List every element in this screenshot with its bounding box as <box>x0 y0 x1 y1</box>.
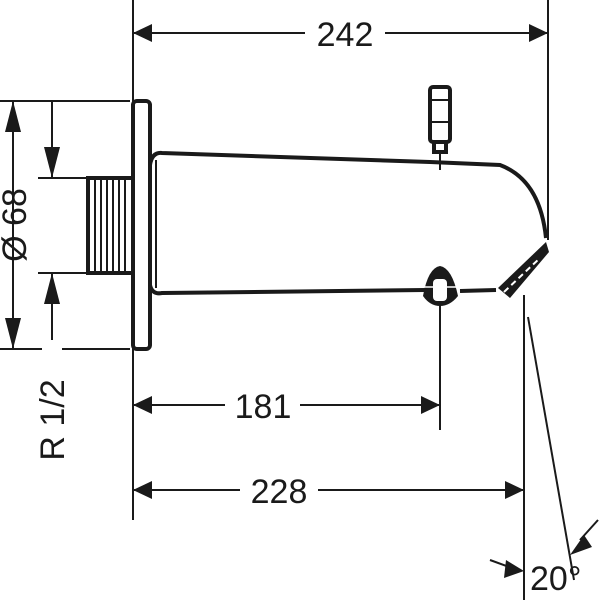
diverter-knob <box>428 85 452 154</box>
dimension-angle: 20° <box>489 519 599 598</box>
dimension-diameter: Ø 68 <box>0 101 34 349</box>
dimension-242: 242 <box>133 16 548 54</box>
bottom-valve <box>423 266 458 306</box>
wall-flange <box>131 99 152 351</box>
dimension-181: 181 <box>133 388 440 426</box>
dimension-label-thread: R 1/2 <box>34 379 72 460</box>
outlet-nozzle <box>498 242 549 298</box>
dimension-label-angle: 20° <box>530 560 581 598</box>
dimension-label-diameter: Ø 68 <box>0 188 34 262</box>
dimension-228: 228 <box>133 473 524 511</box>
spout-body <box>86 85 549 351</box>
dimension-label-242: 242 <box>317 16 374 54</box>
dimension-thread: R 1/2 <box>34 101 72 461</box>
dimension-label-181: 181 <box>235 388 292 426</box>
threaded-connector <box>86 176 135 275</box>
dimension-label-228: 228 <box>251 473 308 511</box>
